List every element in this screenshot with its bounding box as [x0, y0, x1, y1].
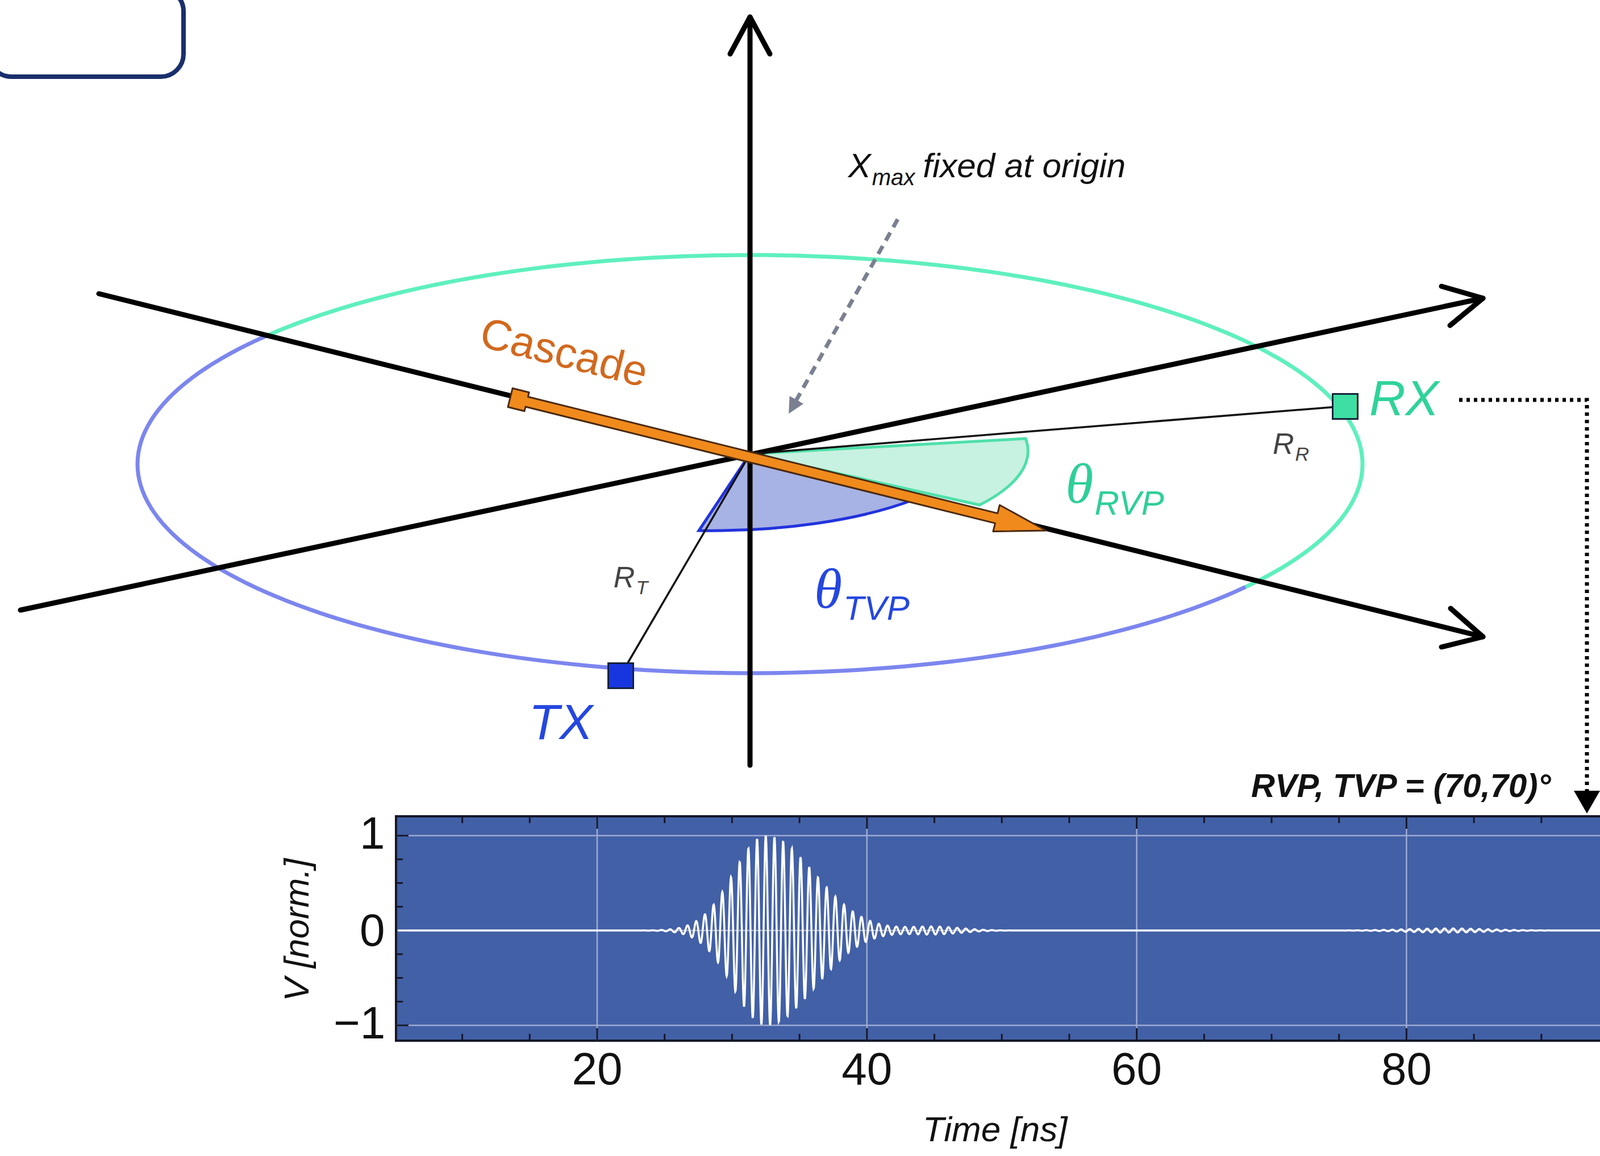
tick-mark — [1271, 816, 1273, 824]
tick-mark — [1473, 816, 1475, 824]
tick-mark — [1338, 816, 1340, 824]
tick-mark — [396, 953, 403, 956]
tick-mark — [1203, 816, 1206, 824]
antenna-label: RX — [1369, 371, 1439, 427]
axis-title: V [norm.] — [277, 858, 316, 1002]
tick-mark — [1001, 1034, 1003, 1041]
coordinate-axes — [20, 17, 1483, 766]
tick-mark — [596, 1028, 599, 1041]
tick-mark — [396, 1025, 409, 1027]
tick-mark — [798, 816, 801, 824]
callout-arrow — [792, 219, 898, 407]
vertical-axis — [747, 17, 753, 766]
tick-mark — [1135, 816, 1138, 829]
tick-label: 0 — [359, 905, 386, 956]
tick-mark — [1068, 816, 1070, 824]
tick-mark — [461, 1034, 464, 1041]
origin-callout: Xmaxfixed at origin — [839, 147, 1135, 185]
axis-arrowhead — [730, 17, 770, 54]
angle-subscript: RVP — [1094, 484, 1164, 523]
tick-mark — [396, 977, 403, 979]
tick-mark — [528, 816, 531, 824]
plot-panel — [396, 816, 1600, 1041]
panel-frame — [0, 0, 184, 77]
cascade-label: Cascade — [475, 308, 653, 397]
callout-text: X — [848, 146, 872, 185]
tick-mark — [731, 1034, 733, 1041]
plot-title: RVP, TVP = (70,70)° — [1251, 767, 1552, 804]
tick-mark — [1338, 1034, 1340, 1041]
ellipse-receiver-half — [267, 255, 1363, 587]
axis-arrowhead — [1441, 286, 1483, 326]
cascade-arrow — [507, 388, 1047, 532]
tick-mark — [528, 1034, 531, 1041]
tick-mark — [798, 1034, 801, 1041]
distance-subscript: R — [1295, 443, 1310, 465]
tick-mark — [396, 858, 403, 861]
tick-mark — [1068, 1034, 1070, 1041]
tick-mark — [1203, 1034, 1206, 1041]
receiver-angle: θRVP — [1065, 452, 1164, 516]
waveform-trace — [397, 835, 1600, 1025]
leader-arrowhead — [1573, 790, 1600, 814]
angle-symbol: θ — [1065, 452, 1094, 516]
tick-mark — [1001, 816, 1003, 824]
tick-mark — [1271, 1034, 1273, 1041]
receiver-antenna: RX — [1331, 393, 1359, 420]
tick-mark — [933, 1034, 936, 1041]
tick-mark — [1405, 1028, 1408, 1041]
tick-mark — [461, 816, 464, 824]
tick-label: 80 — [1381, 1044, 1432, 1095]
axis-arrowhead — [1441, 608, 1483, 648]
distance-symbol: R — [613, 560, 636, 594]
callout-text: fixed at origin — [922, 146, 1126, 185]
plot-ticks — [396, 816, 1600, 1041]
tick-mark — [1540, 816, 1543, 824]
tick-mark — [933, 816, 936, 824]
tick-mark — [865, 816, 868, 829]
tick-mark — [663, 816, 666, 824]
receiver-distance: RR — [1272, 427, 1310, 461]
transmitter-distance: RT — [613, 561, 648, 594]
axis-title: Time [ns] — [922, 1110, 1068, 1149]
tick-mark — [396, 906, 403, 908]
tick-mark — [596, 816, 599, 829]
tick-mark — [865, 1028, 868, 1041]
receiver-distance-line — [750, 406, 1345, 454]
tick-mark — [396, 835, 409, 837]
distance-symbol: R — [1272, 427, 1295, 461]
tick-label: 40 — [841, 1044, 893, 1095]
grid-line — [1135, 816, 1138, 1041]
tick-mark — [396, 1001, 403, 1003]
tick-mark — [663, 1034, 666, 1041]
tick-label: −1 — [333, 998, 386, 1049]
transmitter-antenna: TX — [607, 662, 635, 690]
grid-line — [396, 835, 1600, 837]
tick-mark — [1405, 816, 1408, 829]
tick-label: 60 — [1111, 1044, 1162, 1095]
horizontal-axis — [20, 298, 1483, 611]
transmitter-angle: θTVP — [814, 557, 910, 621]
angle-symbol: θ — [814, 557, 843, 621]
tick-mark — [1540, 1034, 1543, 1041]
dotted-leader — [1459, 400, 1587, 793]
grid-line — [1405, 816, 1408, 1041]
antenna-label: TX — [528, 694, 593, 750]
grid-line — [596, 816, 599, 1041]
tick-label: 1 — [359, 808, 386, 859]
callout-subscript: max — [872, 164, 916, 190]
tick-mark — [731, 816, 733, 824]
tick-mark — [396, 882, 403, 885]
distance-subscript: T — [635, 576, 648, 599]
grid-line — [396, 1025, 1600, 1027]
depth-axis — [98, 293, 1483, 637]
transmitter-distance-line — [620, 453, 750, 676]
tick-label: 20 — [572, 1044, 623, 1095]
angle-subscript: TVP — [843, 589, 910, 628]
tick-mark — [1473, 1034, 1475, 1041]
tick-mark — [1135, 1028, 1138, 1041]
